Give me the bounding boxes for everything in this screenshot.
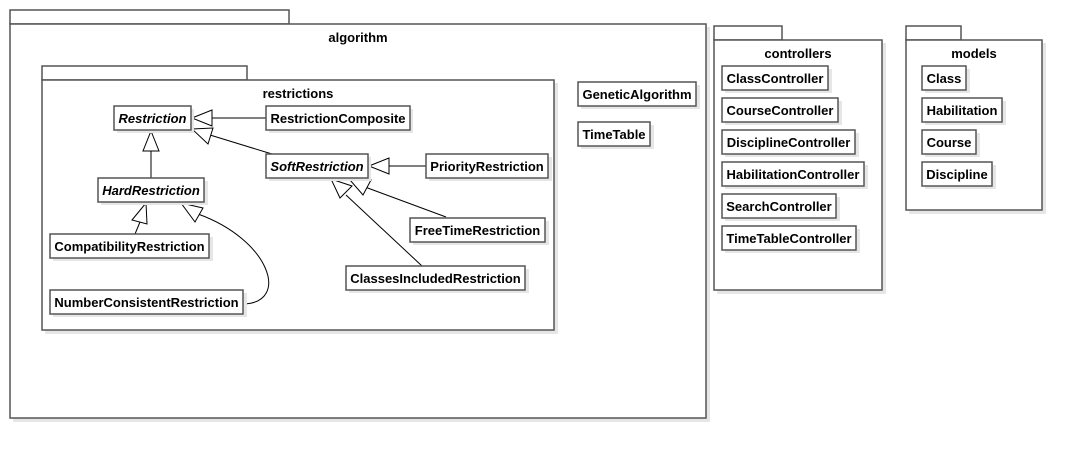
class-name: CompatibilityRestriction xyxy=(54,239,204,254)
class-name: GeneticAlgorithm xyxy=(582,87,691,102)
class-name: ClassController xyxy=(727,71,824,86)
class-name: ClassesIncludedRestriction xyxy=(350,271,521,286)
class-name: TimeTableController xyxy=(726,231,851,246)
edge-number-consistent-restriction-to-hard-restriction xyxy=(197,213,270,305)
package-title-controllers: controllers xyxy=(764,46,831,61)
class-course[interactable]: Course xyxy=(921,129,980,157)
class-genetic-algorithm[interactable]: GeneticAlgorithm xyxy=(577,81,700,109)
class-discipline-controller[interactable]: DisciplineController xyxy=(721,129,859,157)
class-time-table-controller[interactable]: TimeTableController xyxy=(721,225,860,253)
class-restriction[interactable]: Restriction xyxy=(113,105,194,133)
generalization-arrowhead xyxy=(131,201,148,225)
class-name: Habilitation xyxy=(927,103,998,118)
class-name: CourseController xyxy=(727,103,834,118)
generalization-arrowhead xyxy=(190,127,214,145)
class-name: Restriction xyxy=(119,111,187,126)
generalization-edges xyxy=(131,109,447,305)
class-name: FreeTimeRestriction xyxy=(415,223,541,238)
class-habilitation[interactable]: Habilitation xyxy=(921,97,1006,125)
class-hard-restriction[interactable]: HardRestriction xyxy=(97,177,208,205)
package-title-algorithm: algorithm xyxy=(328,30,387,45)
class-name: HabilitationController xyxy=(727,167,860,182)
generalization-arrowhead xyxy=(330,178,353,199)
class-name: Course xyxy=(927,135,972,150)
class-discipline[interactable]: Discipline xyxy=(921,161,996,189)
edge-compatibility-restriction-to-hard-restriction xyxy=(134,221,141,235)
class-number-consistent-restriction[interactable]: NumberConsistentRestriction xyxy=(49,289,247,317)
class-name: PriorityRestriction xyxy=(430,159,543,174)
class-class[interactable]: Class xyxy=(921,65,970,93)
class-course-controller[interactable]: CourseController xyxy=(721,97,842,125)
generalization-arrowhead xyxy=(179,202,204,223)
class-free-time-restriction[interactable]: FreeTimeRestriction xyxy=(409,217,549,245)
edge-free-time-restriction-to-soft-restriction xyxy=(364,186,447,218)
class-class-controller[interactable]: ClassController xyxy=(721,65,832,93)
package-title-models: models xyxy=(951,46,997,61)
class-soft-restriction[interactable]: SoftRestriction xyxy=(265,153,371,181)
class-time-table[interactable]: TimeTable xyxy=(577,121,654,149)
class-search-controller[interactable]: SearchController xyxy=(721,193,840,221)
edge-soft-restriction-to-restriction xyxy=(209,134,273,155)
class-habilitation-controller[interactable]: HabilitationController xyxy=(721,161,868,189)
class-name: NumberConsistentRestriction xyxy=(54,295,238,310)
class-name: TimeTable xyxy=(582,127,645,142)
generalization-arrowhead xyxy=(367,157,390,175)
class-priority-restriction[interactable]: PriorityRestriction xyxy=(425,153,552,181)
class-restriction-composite[interactable]: RestrictionComposite xyxy=(265,105,413,133)
generalization-arrowhead xyxy=(142,129,160,152)
edge-classes-included-restriction-to-soft-restriction xyxy=(345,194,423,267)
class-classes-included-restriction[interactable]: ClassesIncludedRestriction xyxy=(345,265,529,293)
generalization-arrowhead xyxy=(190,109,213,127)
class-name: Class xyxy=(927,71,962,86)
class-name: HardRestriction xyxy=(102,183,200,198)
class-name: RestrictionComposite xyxy=(270,111,405,126)
class-name: SoftRestriction xyxy=(270,159,363,174)
class-name: SearchController xyxy=(726,199,831,214)
class-name: DisciplineController xyxy=(727,135,851,150)
class-compatibility-restriction[interactable]: CompatibilityRestriction xyxy=(49,233,213,261)
class-name: Discipline xyxy=(926,167,987,182)
package-title-restrictions: restrictions xyxy=(263,86,334,101)
